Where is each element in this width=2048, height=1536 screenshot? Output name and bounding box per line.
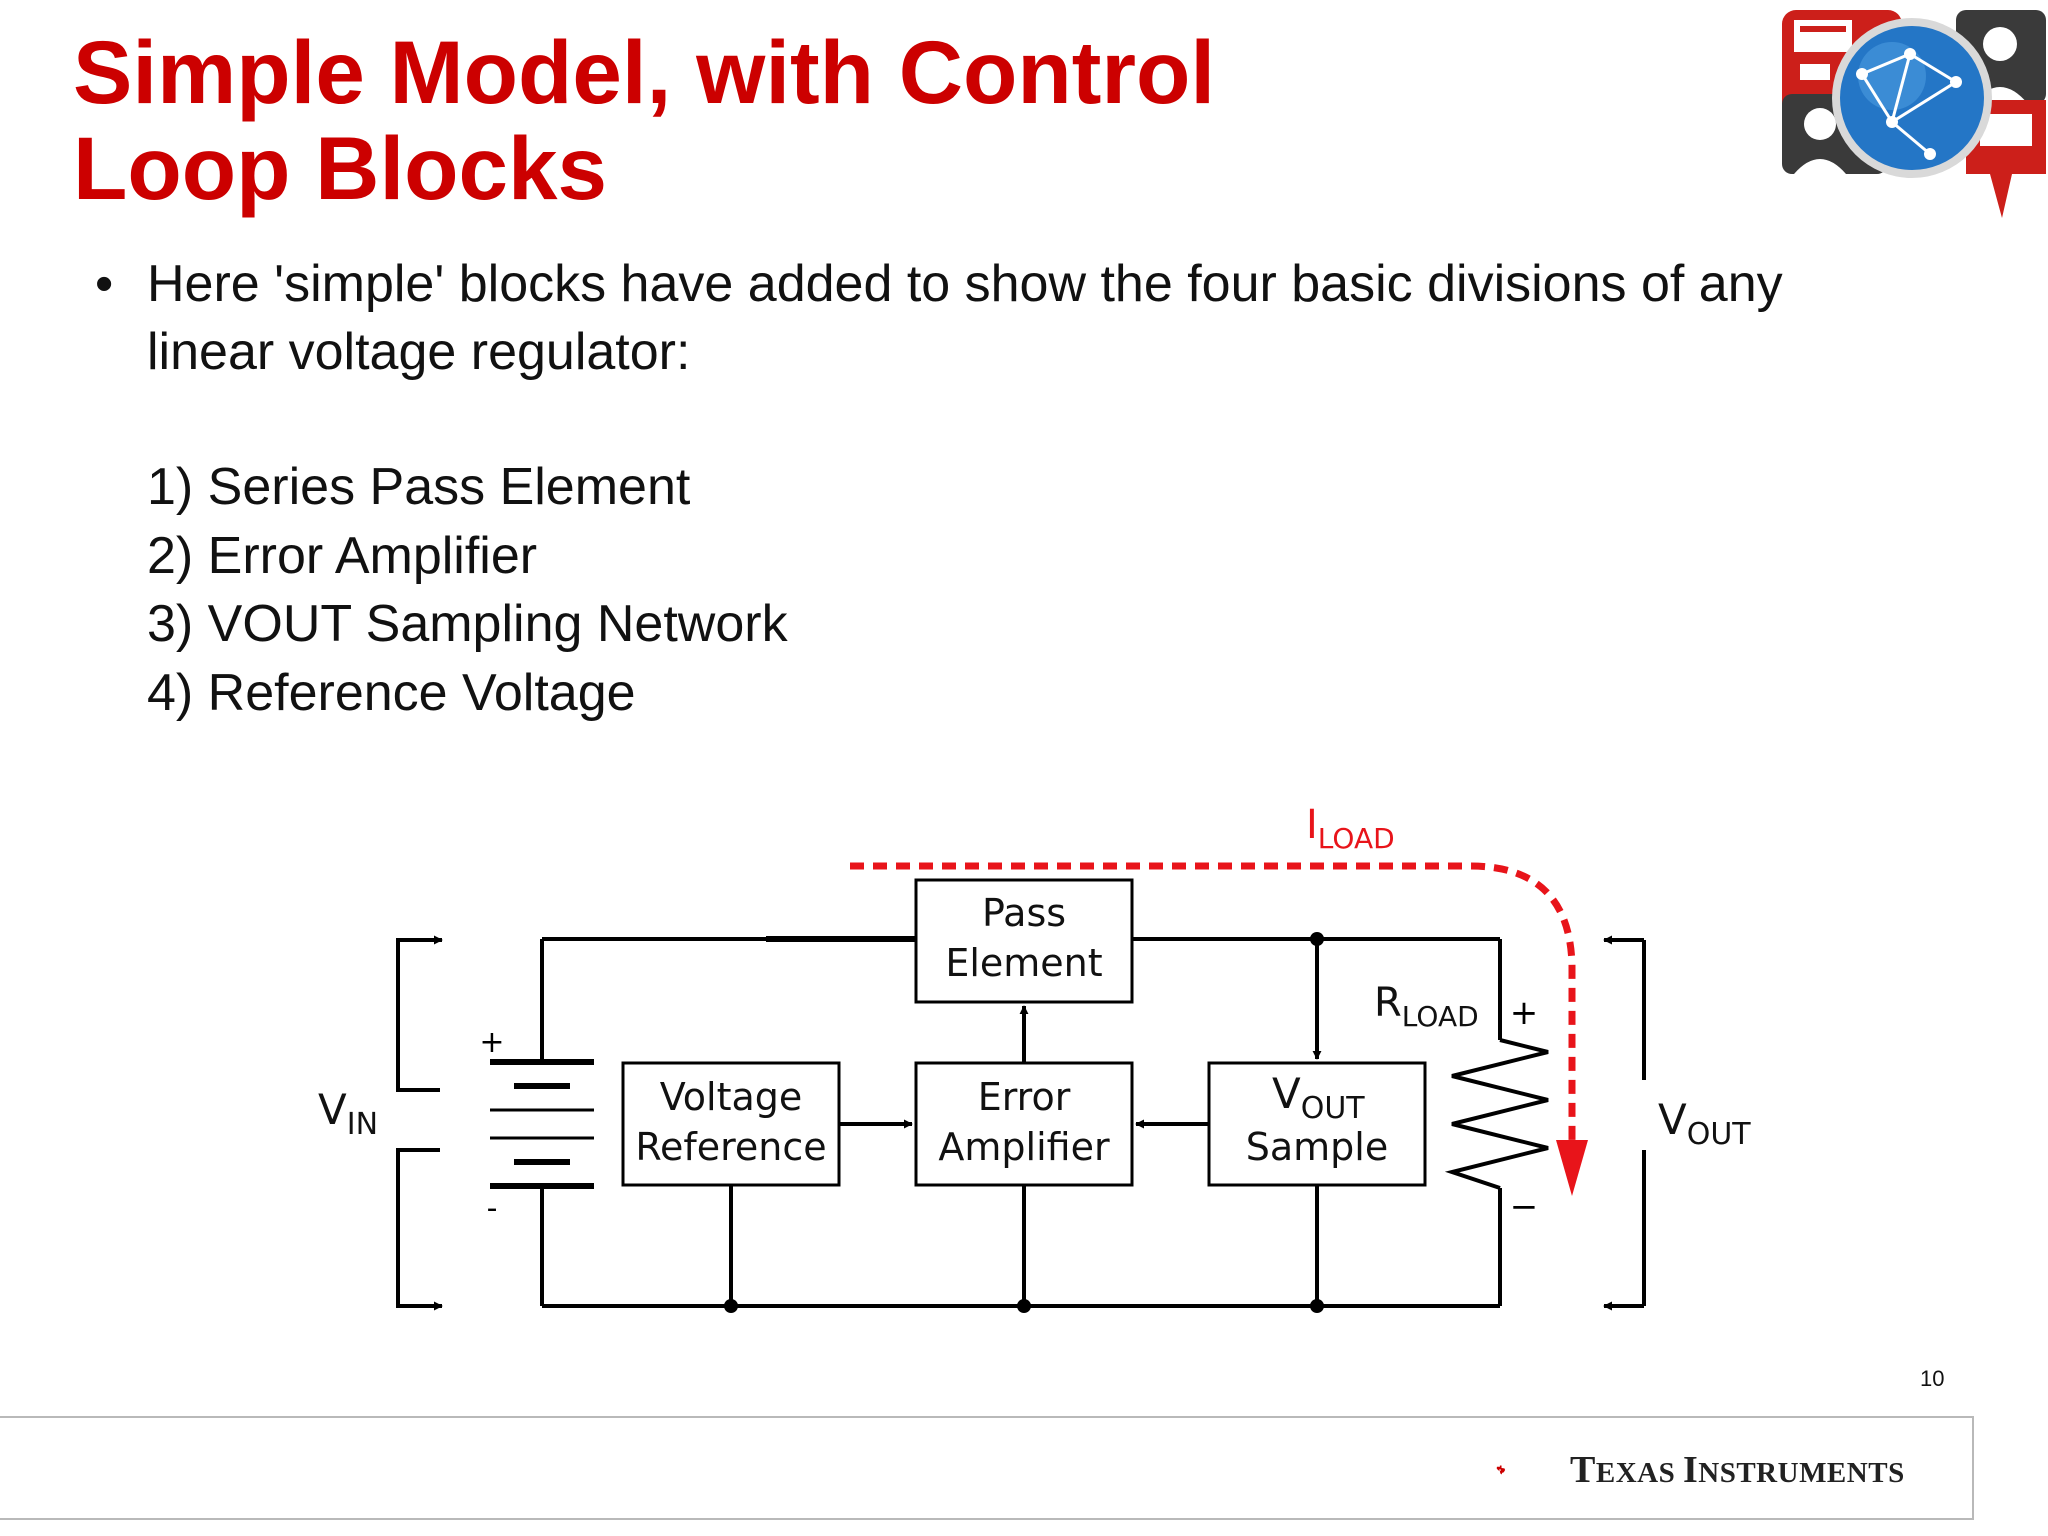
iload-label: ILOAD [1306,802,1395,855]
texas-state-ti-logo-icon: ti [1496,1465,1506,1475]
iload-arrowhead [1556,1140,1588,1196]
error-amplifier-label-1: Error [978,1075,1071,1119]
voltage-reference-label-1: Voltage [660,1075,803,1119]
rload-plus-label: + [1510,993,1539,1033]
junction-dot [1310,1299,1324,1313]
slide-title-line2: Loop Blocks [73,118,608,218]
pass-element-block [914,878,1134,1004]
junction-dot [1017,1299,1031,1313]
battery-plus-label: + [479,1025,504,1060]
vout-sample-label-2: Sample [1246,1125,1388,1169]
collaboration-globe-icon [1782,10,2046,218]
bullet-text-line2: linear voltage regulator: [147,323,691,381]
battery-minus-label: - [487,1191,498,1226]
vout-sample-label-main: VOUT [1272,1069,1365,1126]
vin-bracket [396,935,443,1311]
pass-element-label-2: Element [945,941,1102,985]
voltage-reference-label-2: Reference [635,1125,826,1169]
list-item: 1) Series Pass Element [147,458,691,516]
bullet-text-line1: Here 'simple' blocks have added to show … [147,255,1783,313]
bullet-paragraph: • Here 'simple' blocks have added to sho… [95,250,1995,386]
slide-title-line1: Simple Model, with Control [73,22,1216,122]
page-number: 10 [1920,1366,1945,1391]
error-amplifier-label-2: Amplifier [938,1125,1110,1169]
regulator-block-diagram: + - Pass Element Voltage Reference Error… [300,802,1751,1313]
svg-text:ti: ti [1499,1468,1501,1472]
junction-dot [724,1299,738,1313]
bullet-marker: • [95,255,114,313]
vin-label: VIN [318,1085,378,1142]
brand-wordmark: TEXAS INSTRUMENTS [1570,1449,1905,1491]
junction-dot [1310,932,1324,946]
list-item: 4) Reference Voltage [147,663,636,722]
slide-title: Simple Model, with Control Loop Blocks [73,24,1673,216]
pass-element-label-1: Pass [982,891,1066,935]
list-item: 2) Error Amplifier [147,526,538,585]
vout-bracket [1603,935,1646,1311]
battery-symbol [490,1059,594,1189]
vout-label: VOUT [1658,1095,1751,1152]
list-item: 3) VOUT Sampling Network [147,595,788,653]
rload-minus-label: − [1510,1187,1539,1227]
division-list: 1) Series Pass Element 2) Error Amplifie… [147,453,788,727]
rload-resistor [1444,1038,1549,1190]
voltage-reference-block [621,1061,841,1187]
footer-bar [0,1416,1974,1520]
rload-label: RLOAD [1374,980,1479,1033]
iload-current-path [850,862,1576,1160]
